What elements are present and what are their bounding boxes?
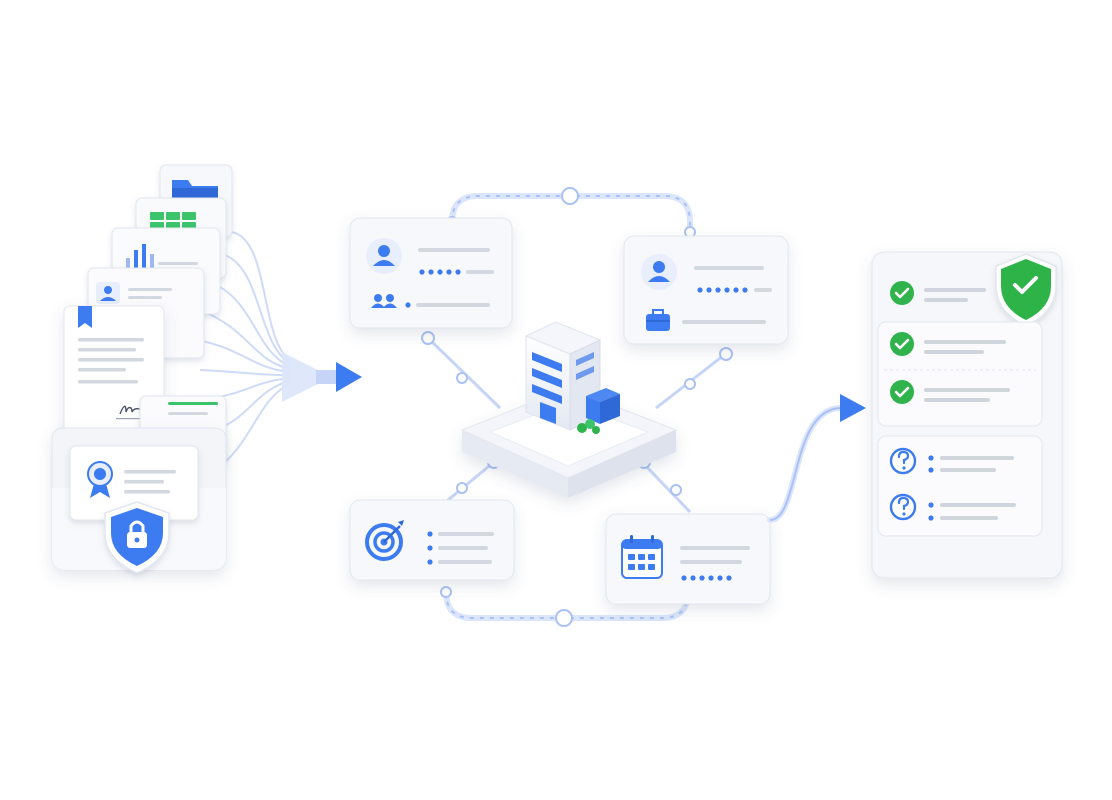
check-circle-icon: [890, 332, 914, 356]
arrow-right-icon: [840, 394, 866, 422]
person-icon: [366, 238, 402, 274]
group-icon: [371, 294, 397, 308]
review-panel: [871, 251, 1063, 579]
check-circle-icon: [890, 380, 914, 404]
certificate-ribbon-icon: [87, 461, 113, 498]
briefcase-icon: [646, 309, 670, 331]
certificate-lines: [124, 470, 176, 494]
profile-line: [694, 266, 764, 270]
document-stack: [51, 164, 362, 574]
bullet: [405, 302, 411, 308]
check-circle-icon: [890, 281, 914, 305]
lock-shield-icon: [104, 501, 170, 574]
form-card-line: [168, 412, 208, 415]
profile-line: [418, 248, 490, 252]
profile-dots: [419, 269, 494, 275]
check-item-line: [924, 350, 984, 354]
bullet: [928, 515, 934, 521]
question-circle-icon: [889, 447, 917, 475]
schedule-card: [605, 513, 771, 605]
question-group: [877, 435, 1043, 537]
bookmark-icon: [78, 306, 92, 328]
question-line: [940, 456, 1014, 460]
bullet: [928, 455, 934, 461]
role-line: [682, 320, 766, 324]
bullet: [928, 467, 934, 473]
check-item-line: [924, 388, 1010, 392]
checked-group: [877, 321, 1043, 427]
team-line: [416, 303, 490, 307]
schedule-lines: [680, 546, 750, 581]
profile-dots: [697, 287, 772, 293]
question-line: [940, 516, 998, 520]
output-connector: [767, 405, 843, 523]
target-icon: [365, 520, 404, 561]
calendar-icon: [621, 535, 663, 579]
check-item-line: [924, 298, 968, 302]
check-item-line: [924, 288, 986, 292]
bullet: [928, 502, 934, 508]
question-line: [940, 503, 1016, 507]
funnel: [282, 352, 338, 402]
arrow-right-icon: [336, 362, 362, 392]
office-building-icon: [524, 321, 620, 434]
id-card-icon: [96, 282, 172, 304]
question-line: [940, 468, 996, 472]
goal-list: [427, 531, 494, 565]
question-circle-icon: [889, 493, 917, 521]
check-item-line: [924, 398, 990, 402]
check-item-line: [924, 340, 1006, 344]
organization-hub: [349, 187, 789, 627]
form-card-accent: [168, 402, 218, 405]
document-lines: [78, 338, 144, 384]
verified-shield-icon: [995, 253, 1057, 327]
person-icon: [641, 254, 677, 290]
signature-icon: [116, 405, 150, 420]
